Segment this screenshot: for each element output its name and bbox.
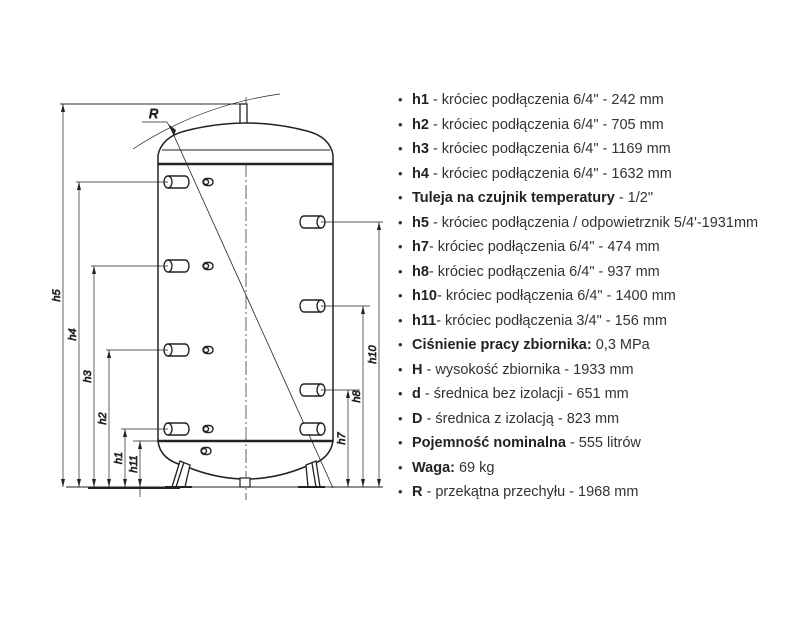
spec-value: - króciec podłączenia 6/4" - 937 mm bbox=[428, 263, 660, 280]
spec-key: h4 bbox=[412, 165, 429, 182]
spec-list: h1 - króciec podłączenia 6/4" - 242 mmh2… bbox=[398, 88, 758, 505]
left-nozzle bbox=[163, 422, 190, 436]
spec-item: h10- króciec podłączenia 6/4" - 1400 mm bbox=[398, 284, 758, 309]
spec-value: - króciec podłączenia 6/4" - 1632 mm bbox=[428, 165, 672, 182]
sensor-sleeve bbox=[202, 261, 214, 271]
spec-key: H bbox=[412, 361, 423, 378]
spec-key: h7 bbox=[412, 239, 429, 255]
spec-value: - króciec podłączenia 6/4" - 1400 mm bbox=[437, 288, 676, 304]
right-leg bbox=[305, 460, 321, 488]
spec-key: h5 bbox=[412, 214, 429, 231]
spec-key: h11 bbox=[412, 312, 437, 329]
spec-value: - wysokość zbiornika - 1933 mm bbox=[422, 361, 634, 378]
sensor-sleeve bbox=[202, 177, 214, 187]
spec-value: - króciec podłączenia 6/4" - 474 mm bbox=[428, 239, 660, 255]
spec-item: h7- króciec podłączenia 6/4" - 474 mm bbox=[398, 235, 758, 260]
spec-value: - króciec podłączenia 6/4" - 1169 mm bbox=[428, 141, 671, 157]
spec-item: Waga: 69 kg bbox=[398, 456, 758, 481]
label-R: R bbox=[149, 106, 158, 121]
spec-item: d - średnica bez izolacji - 651 mm bbox=[398, 382, 758, 407]
right-nozzle bbox=[299, 299, 326, 313]
spec-value: - 1/2" bbox=[614, 190, 653, 206]
spec-value: - króciec podłączenia 6/4" - 242 mm bbox=[428, 92, 664, 108]
dim-label-h5: h5 bbox=[51, 289, 63, 302]
spec-item: Pojemność nominalna - 555 litrów bbox=[398, 431, 758, 456]
spec-value: - króciec podłączenia / odpowietrznik 5/… bbox=[428, 214, 759, 231]
spec-key: h1 bbox=[412, 92, 429, 108]
dim-label-h10: h10 bbox=[367, 344, 379, 363]
nozzles bbox=[163, 175, 326, 456]
spec-key: h2 bbox=[412, 116, 429, 133]
spec-key: Pojemność nominalna bbox=[412, 435, 566, 451]
dim-label-h8: h8 bbox=[351, 390, 363, 403]
spec-value: - średnica z izolacją - 823 mm bbox=[422, 410, 620, 427]
dim-label-h4: h4 bbox=[67, 328, 79, 340]
spec-key: R bbox=[412, 484, 423, 500]
left-leg bbox=[171, 460, 191, 488]
spec-item: h11- króciec podłączenia 3/4" - 156 mm bbox=[398, 309, 758, 334]
right-nozzle bbox=[299, 215, 326, 229]
spec-key: d bbox=[412, 386, 421, 402]
dim-label-h3: h3 bbox=[82, 370, 94, 383]
radius-arc bbox=[132, 93, 281, 150]
spec-key: h10 bbox=[412, 288, 437, 304]
top-nozzle bbox=[239, 103, 248, 125]
spec-key: Tuleja na czujnik temperatury bbox=[412, 190, 615, 206]
spec-item: Ciśnienie pracy zbiornika: 0,3 MPa bbox=[398, 333, 758, 358]
right-nozzle bbox=[299, 422, 326, 436]
sensor-sleeve bbox=[202, 345, 214, 355]
sensor-sleeve bbox=[202, 424, 214, 434]
spec-key: Ciśnienie pracy zbiornika: bbox=[412, 337, 592, 353]
spec-value: - króciec podłączenia 6/4" - 705 mm bbox=[428, 116, 664, 133]
spec-key: h8 bbox=[412, 263, 429, 280]
dim-label-h1: h1 bbox=[113, 452, 125, 464]
spec-key: Waga: bbox=[412, 459, 455, 476]
dim-label-h7: h7 bbox=[336, 432, 348, 445]
spec-value: - przekątna przechyłu - 1968 mm bbox=[422, 484, 639, 500]
spec-item: h3 - króciec podłączenia 6/4" - 1169 mm bbox=[398, 137, 758, 162]
spec-value: - króciec podłączenia 3/4" - 156 mm bbox=[436, 312, 667, 329]
spec-item: h4 - króciec podłączenia 6/4" - 1632 mm bbox=[398, 162, 758, 187]
bottom-nozzle bbox=[239, 477, 251, 488]
spec-value: 69 kg bbox=[454, 459, 495, 476]
spec-item: Tuleja na czujnik temperatury - 1/2" bbox=[398, 186, 758, 211]
spec-item: R - przekątna przechyłu - 1968 mm bbox=[398, 480, 758, 505]
sensor-sleeve bbox=[200, 446, 212, 456]
spec-item: D - średnica z izolacją - 823 mm bbox=[398, 407, 758, 432]
spec-value: 0,3 MPa bbox=[591, 337, 650, 353]
spec-item: h2 - króciec podłączenia 6/4" - 705 mm bbox=[398, 113, 758, 138]
spec-key: h3 bbox=[412, 141, 429, 157]
spec-item: h8- króciec podłączenia 6/4" - 937 mm bbox=[398, 260, 758, 285]
left-nozzle bbox=[163, 175, 190, 189]
dim-label-h11: h11 bbox=[128, 455, 140, 473]
spec-value: - średnica bez izolacji - 651 mm bbox=[420, 386, 629, 402]
spec-item: h5 - króciec podłączenia / odpowietrznik… bbox=[398, 211, 758, 236]
spec-item: h1 - króciec podłączenia 6/4" - 242 mm bbox=[398, 88, 758, 113]
dim-label-h2: h2 bbox=[97, 412, 109, 424]
spec-value: - 555 litrów bbox=[565, 435, 641, 451]
spec-item: H - wysokość zbiornika - 1933 mm bbox=[398, 358, 758, 383]
tank-top-dome bbox=[157, 122, 334, 164]
spec-key: D bbox=[412, 410, 423, 427]
